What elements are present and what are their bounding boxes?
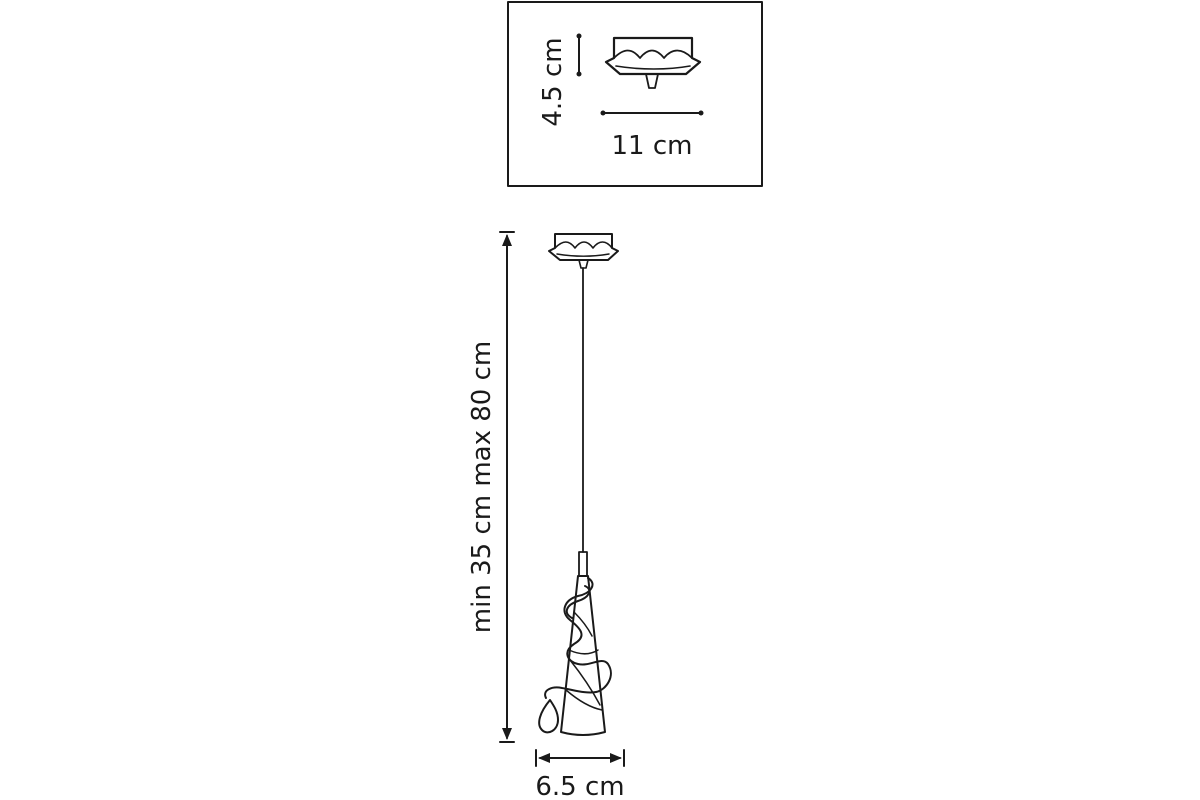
canopy-width-dimension bbox=[600, 110, 704, 116]
shade-width-dimension bbox=[535, 749, 625, 767]
conical-glass-shade bbox=[560, 575, 606, 736]
canopy-height-dimension bbox=[576, 33, 582, 77]
pendant-lamp-drawing bbox=[538, 233, 619, 736]
canopy-detail-drawing bbox=[604, 36, 702, 89]
decorative-glass-ribbon bbox=[544, 577, 612, 699]
shade-width-label: 6.5 cm bbox=[535, 772, 624, 800]
canopy-detail-panel: 4.5 cm 11 cm bbox=[507, 1, 763, 187]
overall-height-dimension bbox=[499, 231, 515, 743]
canopy-width-label: 11 cm bbox=[612, 131, 693, 161]
ceiling-canopy bbox=[548, 233, 619, 269]
overall-height-label: min 35 cm max 80 cm bbox=[467, 341, 497, 633]
lamp-holder bbox=[578, 551, 588, 577]
glass-drop bbox=[538, 699, 559, 734]
canopy-detail-frame bbox=[507, 1, 763, 187]
canopy-height-label: 4.5 cm bbox=[538, 37, 568, 126]
